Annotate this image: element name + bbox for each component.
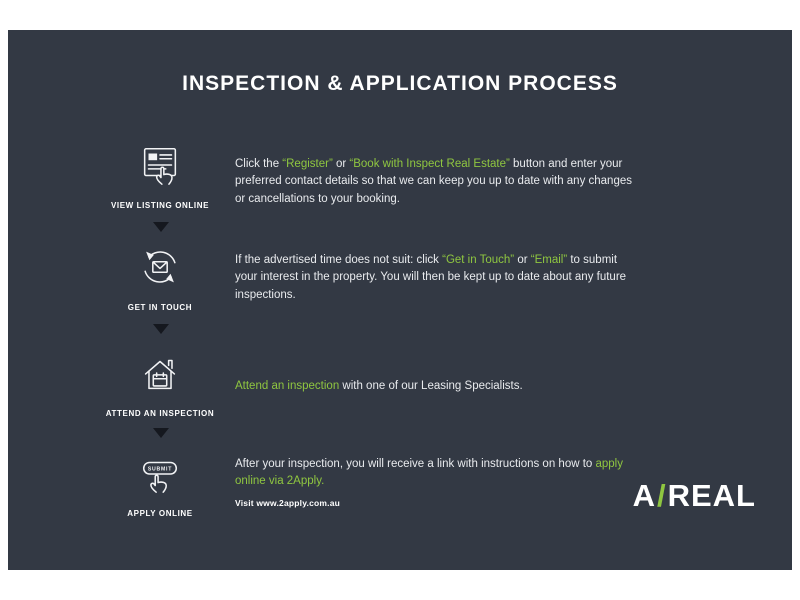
areal-logo: A/REAL	[633, 478, 756, 514]
page-title: INSPECTION & APPLICATION PROCESS	[182, 72, 618, 95]
text-segment: to submit your interest in the property.…	[235, 254, 627, 301]
accent-attend-inspection: Attend an inspection	[235, 380, 340, 392]
step-description-attend-inspection: Attend an inspection with one of our Lea…	[235, 378, 637, 395]
step-label-apply-online: APPLY ONLINE	[127, 509, 193, 518]
down-arrow	[153, 222, 169, 232]
accent-link-get-in-touch: “Get in Touch”	[442, 254, 515, 266]
accent-link-register: “Register”	[282, 158, 333, 170]
step-apply-online: SUBMIT APPLY ONLINE	[85, 450, 235, 518]
flyer-card: INSPECTION & APPLICATION PROCESS VIEW LI…	[8, 30, 792, 570]
logo-green-slash: /	[656, 478, 667, 513]
step-label-attend-inspection: ATTEND AN INSPECTION	[105, 409, 215, 418]
email-refresh-icon	[144, 251, 176, 283]
step-view-listing: VIEW LISTING ONLINE	[85, 142, 235, 210]
accent-link-book-inspect: “Book with Inspect Real Estate”	[349, 158, 510, 170]
accent-apply-online-2apply: apply online via 2Apply.	[235, 458, 623, 488]
text-segment: If the advertised time does not suit: cl…	[235, 254, 443, 266]
house-calendar-icon	[144, 359, 176, 390]
step-description-apply-online: After your inspection, you will receive …	[235, 456, 637, 491]
listing-click-icon	[143, 147, 177, 185]
text-segment: or	[332, 158, 350, 170]
text-segment: button and enter your preferred contact …	[235, 158, 632, 205]
step-description-get-in-touch: If the advertised time does not suit: cl…	[235, 252, 637, 304]
step-label-get-in-touch: GET IN TOUCH	[127, 303, 193, 312]
text-segment: Click the	[235, 158, 283, 170]
down-arrow	[153, 324, 169, 334]
submit-button-icon: SUBMIT	[142, 461, 178, 493]
down-arrow	[153, 428, 169, 438]
submit-button-text: SUBMIT	[148, 466, 172, 472]
text-segment: After your inspection, you will receive …	[235, 458, 596, 470]
step-get-in-touch: GET IN TOUCH	[85, 244, 235, 312]
accent-link-email: “Email”	[530, 254, 568, 266]
logo-word-real: REAL	[667, 478, 756, 513]
step-attend-inspection: ATTEND AN INSPECTION	[85, 350, 235, 418]
logo-letter-a: A	[632, 478, 656, 513]
text-segment: or	[514, 254, 531, 266]
step-description-view-listing: Click the “Register” or “Book with Inspe…	[235, 156, 637, 208]
step-label-view-listing: VIEW LISTING ONLINE	[110, 201, 210, 210]
text-segment: with one of our Leasing Specialists.	[339, 380, 523, 392]
visit-url-note: Visit www.2apply.com.au	[235, 498, 341, 508]
